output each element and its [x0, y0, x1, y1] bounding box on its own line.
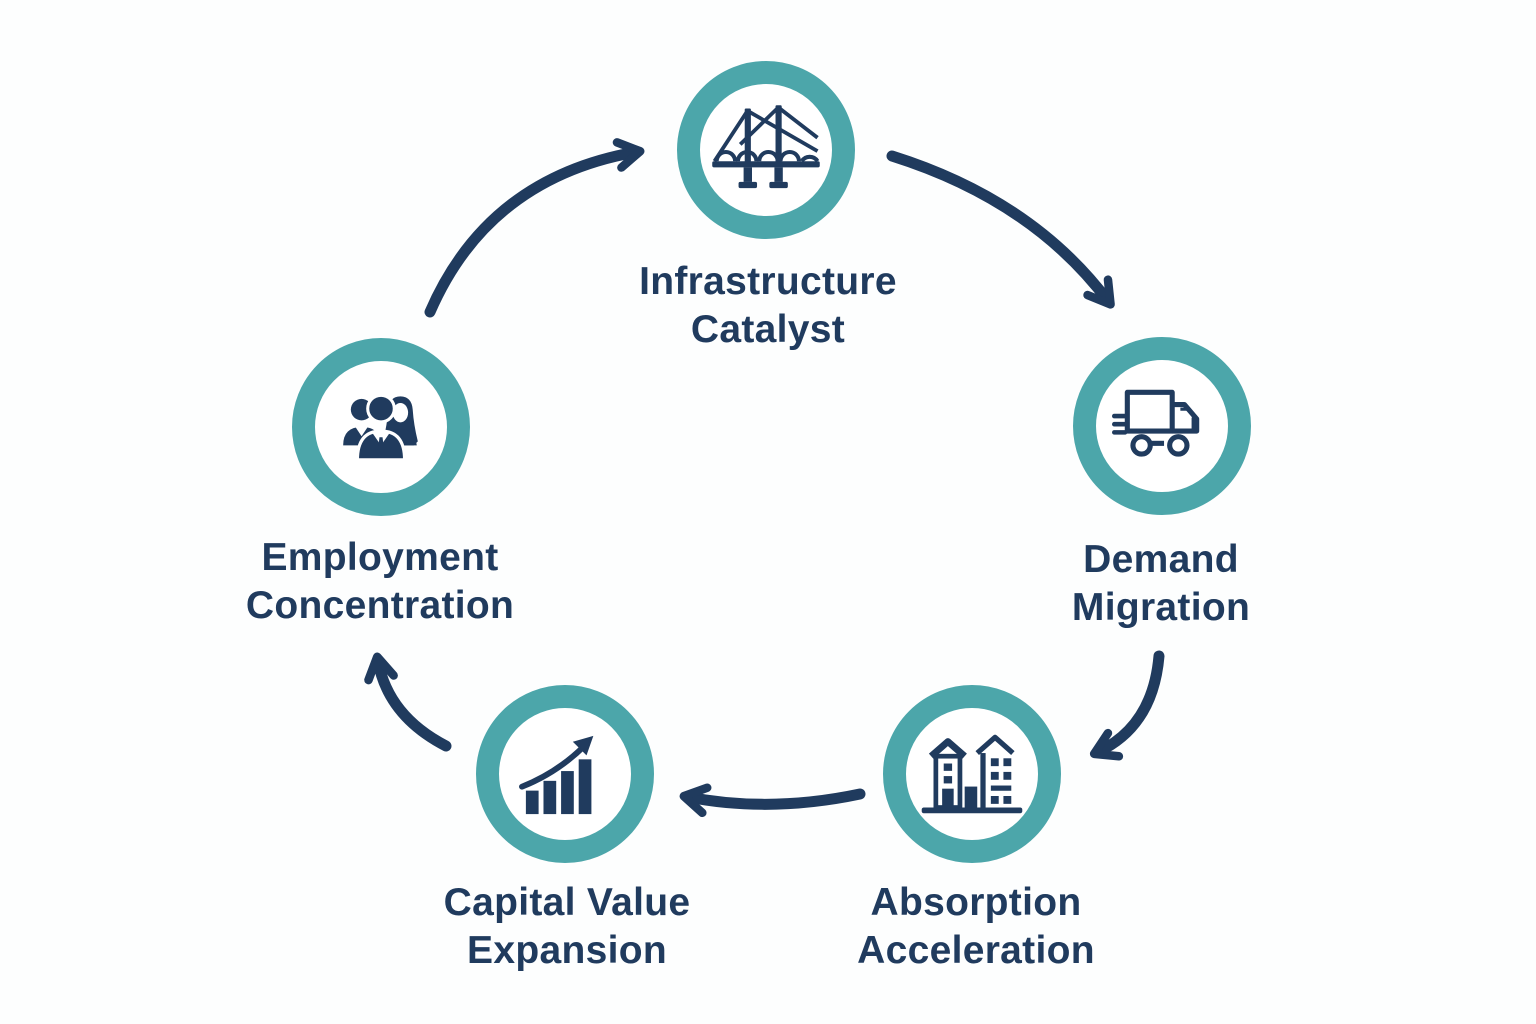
label-capital-value-expansion: Capital Value Expansion — [444, 879, 691, 975]
arrow-employment-to-infrastructure — [424, 138, 645, 318]
node-circle — [292, 338, 470, 516]
bridge-icon — [712, 105, 820, 189]
label-line: Expansion — [467, 929, 667, 972]
node-circle — [883, 685, 1061, 863]
arrow-capital-to-employment — [364, 652, 452, 752]
arrow-infrastructure-to-demand — [886, 150, 1115, 309]
label-line: Catalyst — [690, 308, 846, 351]
label-demand-migration: Demand Migration — [1072, 536, 1250, 632]
label-line: Infrastructure — [639, 260, 897, 303]
label-line: Absorption — [870, 881, 1082, 924]
label-line: Concentration — [245, 584, 515, 627]
label-line: Demand — [1083, 538, 1239, 581]
node-circle — [476, 685, 654, 863]
growth-bars-icon — [519, 735, 594, 815]
node-circle — [1073, 337, 1251, 515]
label-line: Migration — [1071, 586, 1251, 629]
label-absorption-acceleration: Absorption Acceleration — [857, 879, 1095, 975]
node-circle — [677, 61, 855, 239]
delivery-truck-icon — [1112, 389, 1200, 457]
node-infrastructure-catalyst — [677, 61, 855, 239]
node-capital-value-expansion — [476, 685, 654, 863]
arrow-demand-to-absorption — [1089, 650, 1165, 761]
node-employment-concentration — [292, 338, 470, 516]
label-employment-concentration: Employment Concentration — [246, 534, 514, 630]
label-line: Employment — [261, 536, 499, 579]
label-infrastructure-catalyst: Infrastructure Catalyst — [639, 258, 897, 354]
node-demand-migration — [1073, 337, 1251, 515]
label-line: Capital Value — [443, 881, 691, 924]
arrow-absorption-to-capital — [679, 783, 866, 818]
buildings-icon — [921, 734, 1023, 814]
node-absorption-acceleration — [883, 685, 1061, 863]
label-line: Acceleration — [857, 929, 1095, 972]
team-icon — [343, 393, 418, 462]
